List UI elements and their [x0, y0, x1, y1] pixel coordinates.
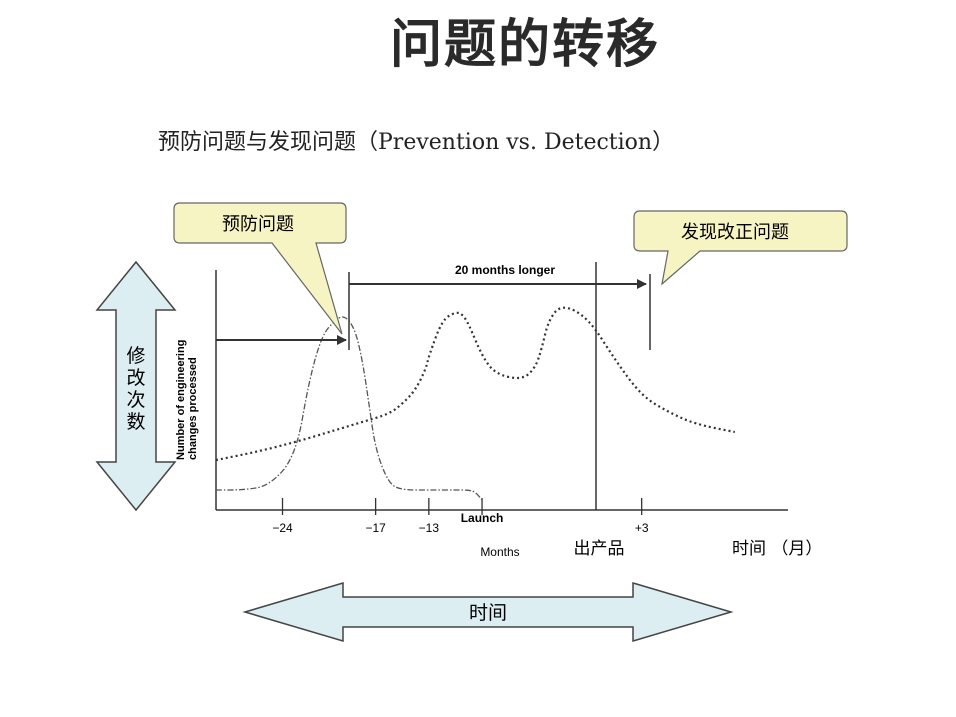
y-axis-label-line-2: changes processed	[187, 357, 199, 460]
vertical-double-arrow	[95, 260, 177, 512]
y-axis-label: Number of engineering changes processed	[175, 337, 199, 460]
horizontal-double-arrow	[242, 581, 734, 643]
callout-detect-text: 发现改正问题	[681, 222, 789, 243]
series-prevention-curve	[216, 316, 483, 501]
vertical-arrow-char-4: 数	[126, 411, 145, 433]
callout-prevent-text: 预防问题	[222, 214, 294, 235]
horizontal-arrow-label: 时间	[469, 602, 507, 624]
series-detection-curve	[215, 306, 736, 462]
x-axis-label: Months	[480, 545, 519, 559]
callout-detect	[633, 210, 848, 286]
months-longer-label: 20 months longer	[455, 263, 555, 277]
vertical-arrow-char-1: 修	[126, 345, 145, 367]
launch-cn-label: 出产品	[574, 539, 625, 559]
callout-prevent	[173, 202, 347, 335]
x-axis-ticks: −24 −17 −13 Launch +3	[272, 498, 649, 535]
x-tick-label: −17	[365, 521, 386, 535]
x-tick-label: −13	[419, 521, 440, 535]
vertical-arrow-char-2: 改	[126, 367, 145, 389]
time-month-label: 时间 （月）	[732, 539, 822, 559]
x-tick-label: +3	[635, 521, 649, 535]
vertical-arrow-char-3: 次	[126, 389, 145, 411]
y-axis-label-line-1: Number of engineering	[175, 340, 187, 460]
page-title: 问题的转移	[389, 15, 660, 75]
x-tick-label: Launch	[461, 511, 504, 525]
page-subtitle: 预防问题与发现问题（Prevention vs. Detection）	[158, 130, 675, 155]
x-tick-label: −24	[272, 521, 293, 535]
